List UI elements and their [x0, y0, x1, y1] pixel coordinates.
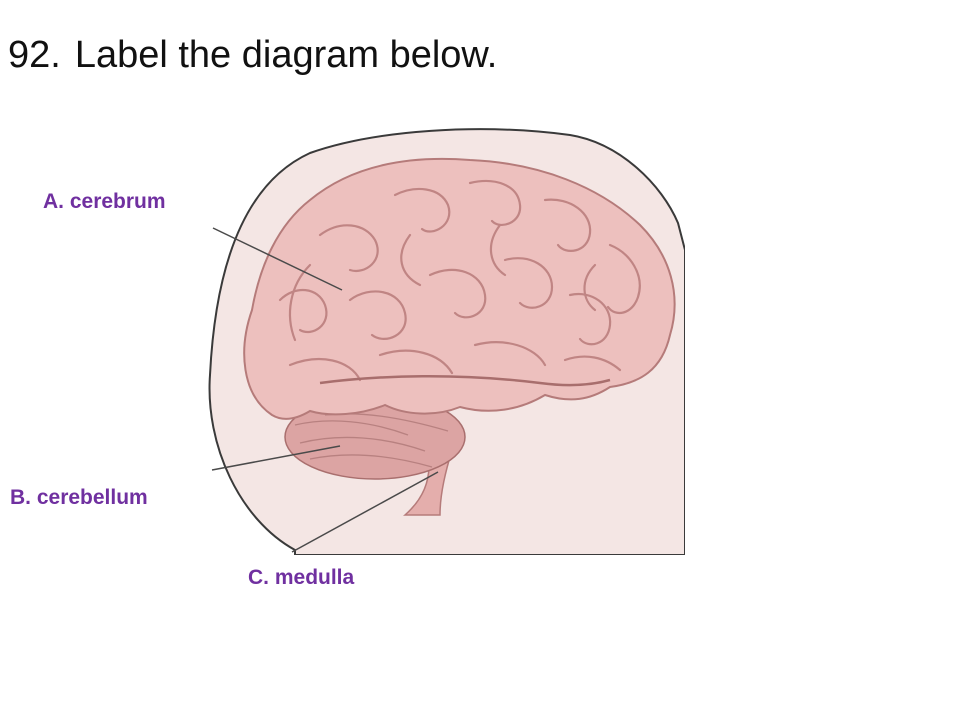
label-medulla-name: medulla [274, 566, 355, 589]
label-medulla: C. medulla [248, 566, 354, 590]
label-medulla-letter: C. [248, 566, 269, 589]
label-cerebellum-letter: B. [10, 486, 31, 509]
label-cerebrum: A. cerebrum [43, 190, 166, 214]
label-cerebellum-name: cerebellum [36, 486, 148, 509]
question-text: Label the diagram below. [74, 34, 498, 76]
cerebrum-shape [243, 157, 676, 420]
slide-title: 92. Label the diagram below. [8, 34, 497, 77]
label-cerebrum-name: cerebrum [69, 190, 166, 213]
label-cerebellum: B. cerebellum [10, 486, 148, 510]
label-cerebrum-letter: A. [43, 190, 64, 213]
question-number: 92. [8, 34, 61, 76]
brain-diagram [208, 128, 685, 555]
